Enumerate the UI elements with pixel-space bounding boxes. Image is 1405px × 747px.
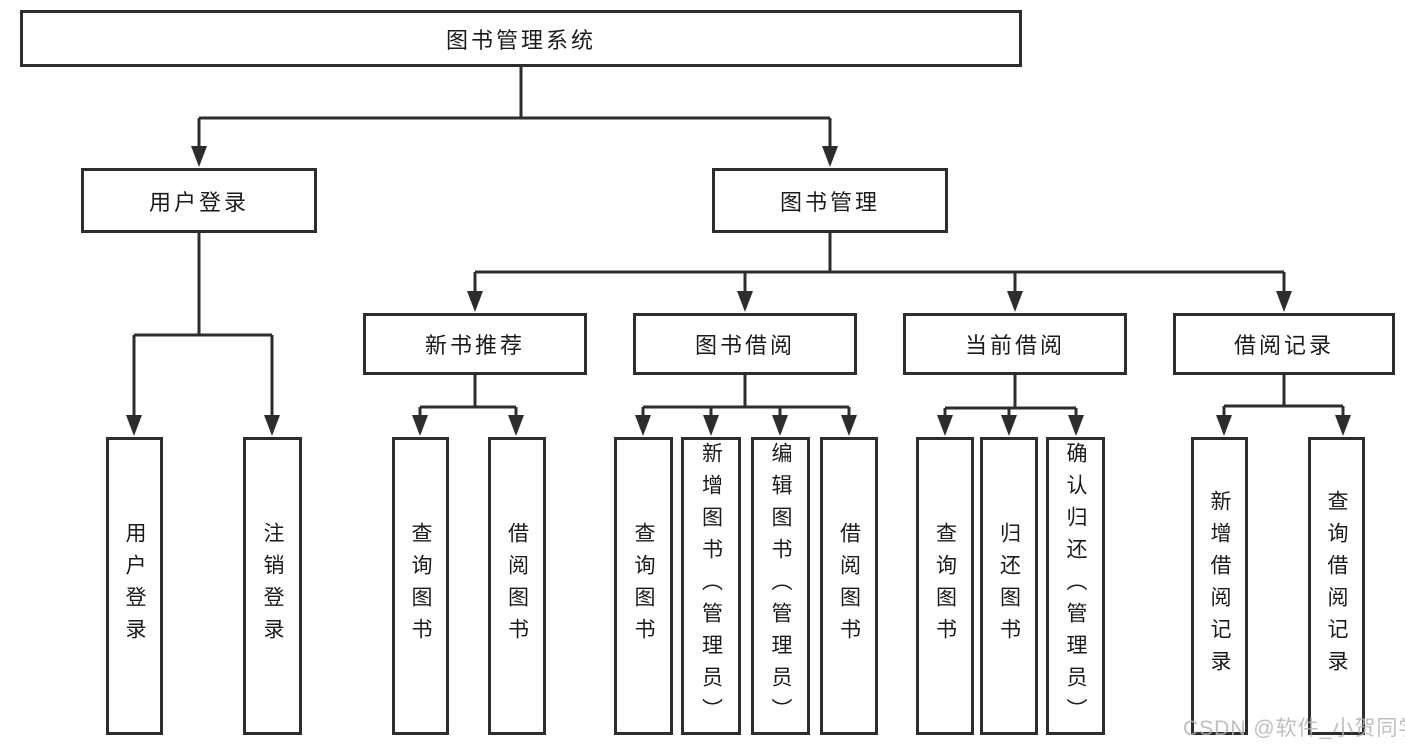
arrow-down-icon (703, 415, 719, 436)
node-label: 归还图书 (997, 522, 1021, 650)
arrow-down-icon (737, 291, 753, 312)
arrow-down-icon (508, 415, 524, 436)
node-label: 图书管理系统 (445, 27, 596, 53)
leaf-cb-query-books: 查询图书 (916, 437, 974, 735)
connector-line (475, 233, 1284, 274)
arrow-down-icon (635, 415, 651, 436)
leaf-bb-borrow-books: 借阅图书 (820, 437, 878, 735)
node-label: 查询图书 (409, 522, 432, 650)
node-label: 当前借阅 (964, 333, 1065, 358)
node-label: 编辑图书（管理员） (769, 442, 792, 730)
node-label: 查询图书 (933, 522, 957, 650)
node-root: 图书管理系统 (20, 10, 1022, 67)
node-book-management: 图书管理 (712, 168, 948, 233)
node-current-borrowing: 当前借阅 (903, 313, 1127, 375)
leaf-nb-query-books: 查询图书 (392, 437, 449, 735)
arrow-down-icon (1216, 415, 1232, 436)
arrow-down-icon (841, 415, 857, 436)
node-label: 图书借阅 (694, 333, 795, 358)
arrow-down-icon (1335, 415, 1351, 436)
arrow-down-icon (822, 146, 838, 167)
node-label: 新书推荐 (424, 333, 525, 358)
node-label: 用户登录 (148, 189, 249, 215)
arrow-down-icon (1007, 291, 1023, 312)
leaf-bb-query-books: 查询图书 (614, 437, 673, 735)
arrow-down-icon (126, 415, 142, 436)
node-borrowing-records: 借阅记录 (1173, 313, 1395, 375)
node-label: 新增借阅记录 (1208, 490, 1231, 682)
node-label: 借阅图书 (837, 522, 861, 650)
node-label: 查询图书 (632, 522, 655, 650)
connector-line (134, 233, 272, 337)
node-label: 借阅记录 (1233, 333, 1334, 358)
node-label: 确认归还（管理员） (1064, 442, 1087, 730)
node-label: 查询借阅记录 (1325, 490, 1348, 682)
node-label: 借阅图书 (505, 522, 529, 650)
leaf-logout: 注销登录 (243, 437, 302, 735)
node-user-login: 用户登录 (81, 168, 317, 233)
connector-line (420, 375, 516, 409)
leaf-user-login: 用户登录 (106, 437, 163, 735)
arrow-down-icon (264, 415, 280, 436)
node-new-book-recommend: 新书推荐 (363, 313, 587, 375)
node-label: 图书管理 (779, 189, 880, 215)
arrow-down-icon (191, 146, 207, 167)
node-label: 新增图书（管理员） (699, 442, 723, 730)
arrow-down-icon (1001, 415, 1017, 436)
arrow-down-icon (937, 415, 953, 436)
node-label: 用户登录 (123, 522, 146, 650)
leaf-bb-add-books: 新增图书（管理员） (681, 437, 741, 735)
node-book-borrowing: 图书借阅 (633, 313, 857, 375)
arrow-down-icon (1276, 291, 1292, 312)
csdn-watermark: CSDN @软件_小贺同学 (1183, 717, 1405, 740)
leaf-cb-confirm-return: 确认归还（管理员） (1046, 437, 1105, 735)
leaf-br-query-record: 查询借阅记录 (1308, 437, 1365, 735)
arrow-down-icon (412, 415, 428, 436)
connector-line (945, 375, 1076, 410)
node-label: 注销登录 (261, 522, 284, 650)
leaf-bb-edit-books: 编辑图书（管理员） (751, 437, 810, 735)
leaf-br-add-record: 新增借阅记录 (1191, 437, 1248, 735)
connector-line (199, 67, 830, 120)
arrow-down-icon (467, 291, 483, 312)
connector-line (643, 375, 849, 409)
leaf-cb-return-books: 归还图书 (980, 437, 1038, 735)
connector-line (1224, 375, 1343, 408)
arrow-down-icon (772, 415, 788, 436)
arrow-down-icon (1068, 415, 1084, 436)
leaf-nb-borrow-books: 借阅图书 (488, 437, 546, 735)
